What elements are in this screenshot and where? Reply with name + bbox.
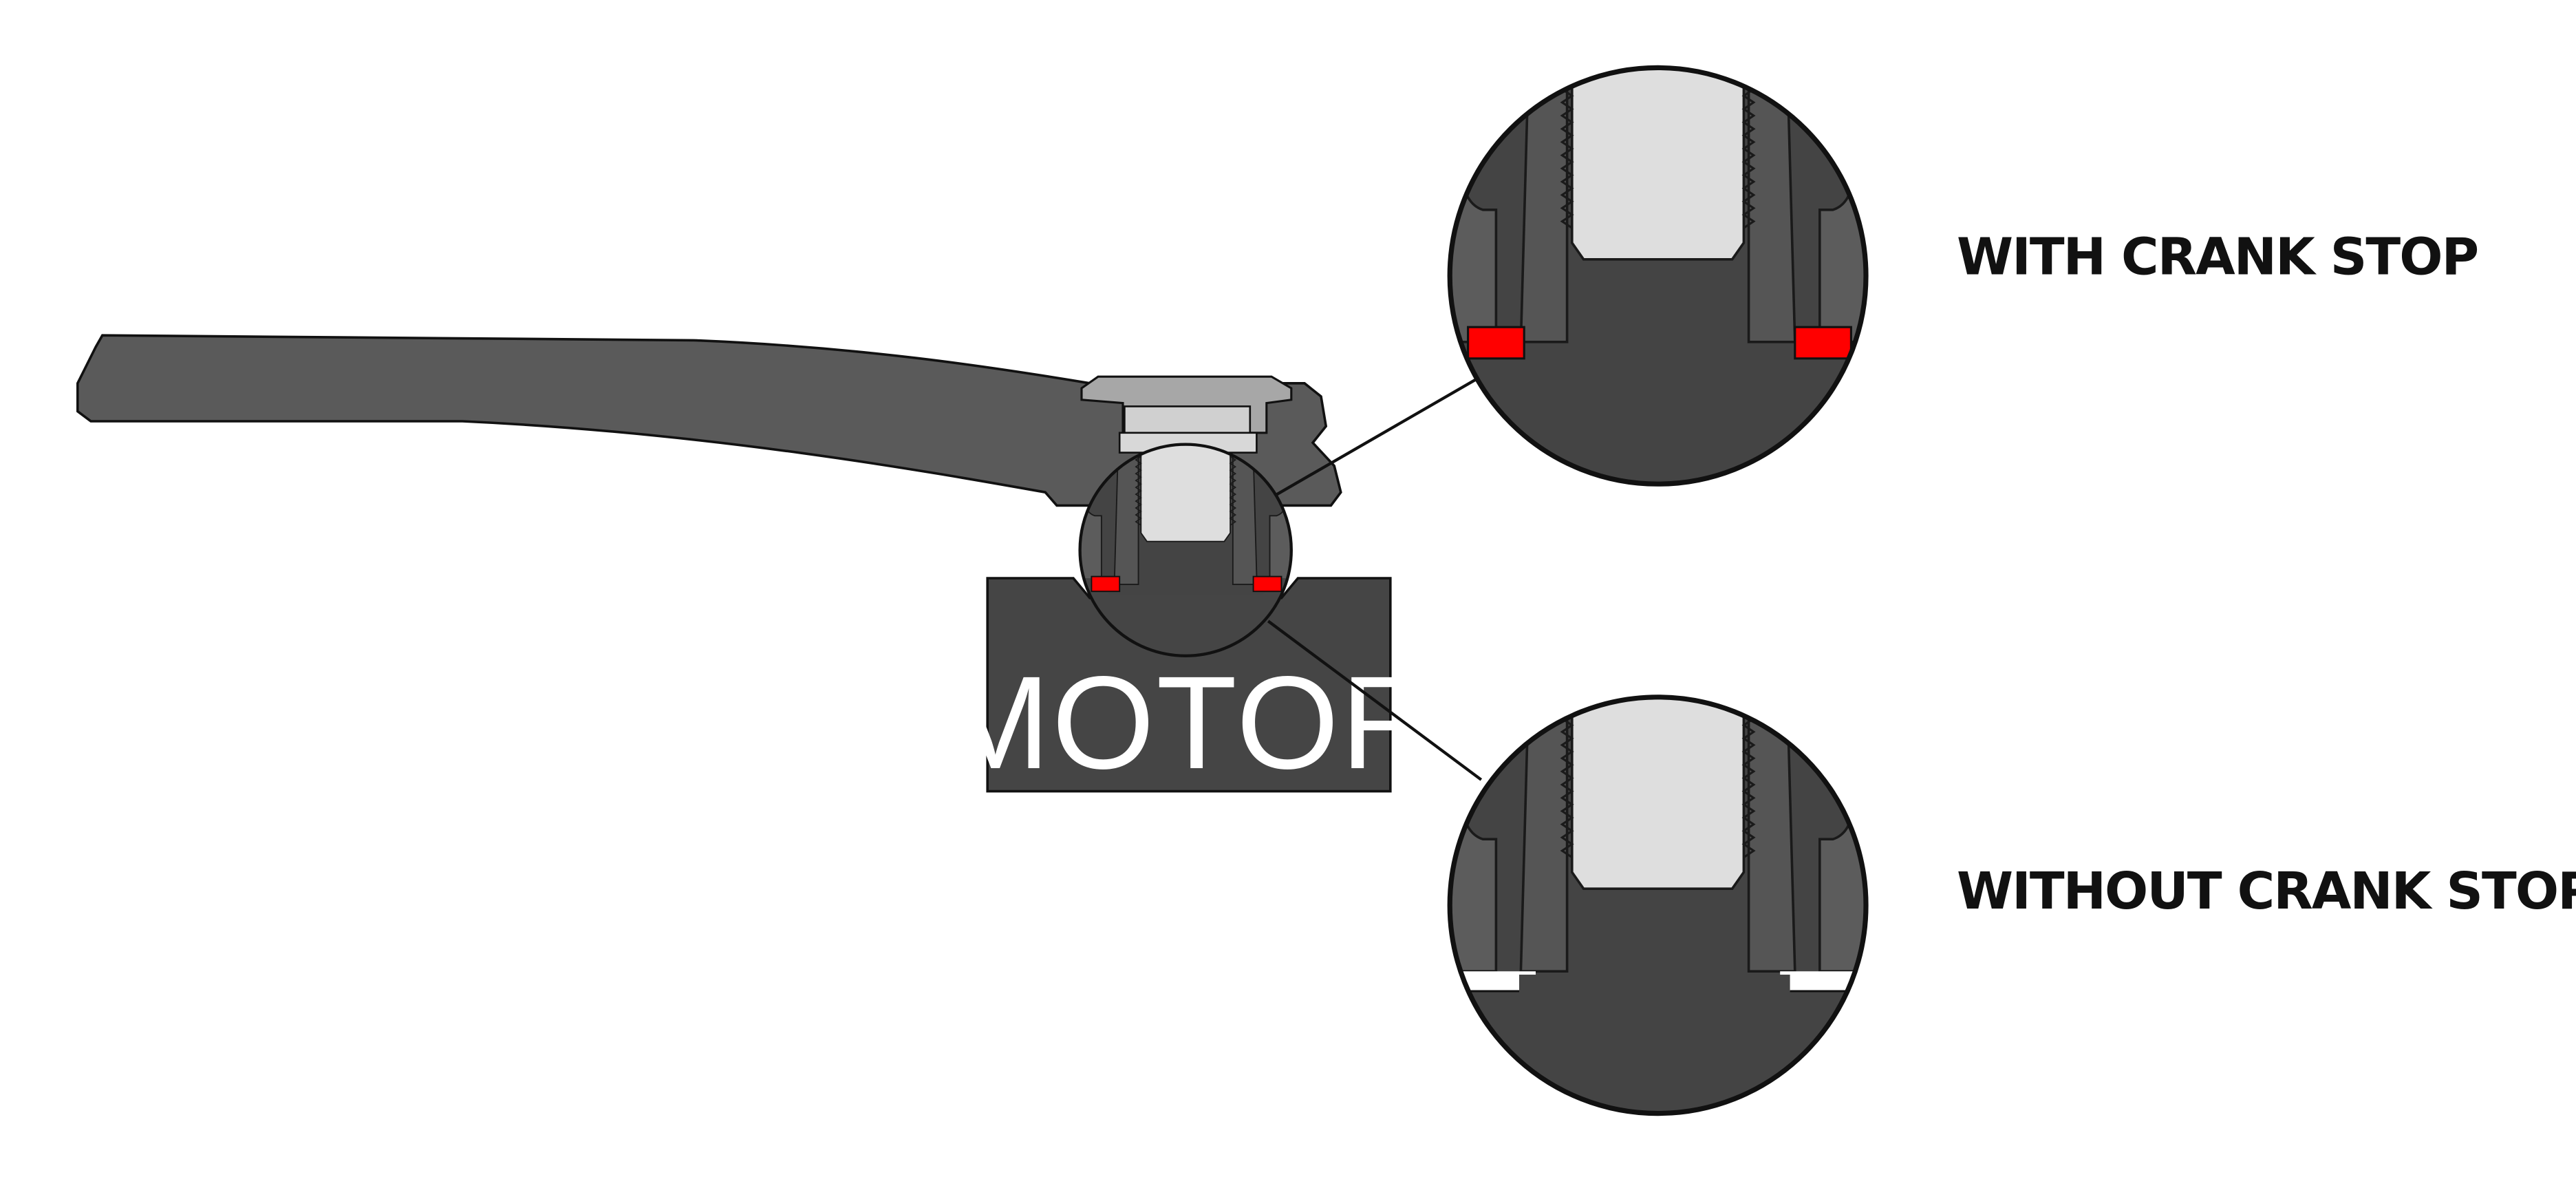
crank-stop-left <box>1467 326 1525 360</box>
label-without-crank-stop: WITHOUT CRANK STOP <box>1957 861 2576 921</box>
zoom-with-crank-stop <box>1447 65 1869 487</box>
detail-circle-main <box>1078 443 1293 657</box>
zoom-without-crank-stop <box>1447 694 1869 1116</box>
motor-block: MOTOR <box>940 577 1437 796</box>
crank-stop-right <box>1794 326 1852 360</box>
label-with-crank-stop: WITH CRANK STOP <box>1957 226 2478 286</box>
crank-stop-right-small <box>1252 575 1282 593</box>
motor-label: MOTOR <box>940 648 1437 796</box>
crank-stop-left-small <box>1091 575 1121 593</box>
leader-line-bottom <box>1267 619 1483 781</box>
leader-line-top <box>1274 377 1479 497</box>
